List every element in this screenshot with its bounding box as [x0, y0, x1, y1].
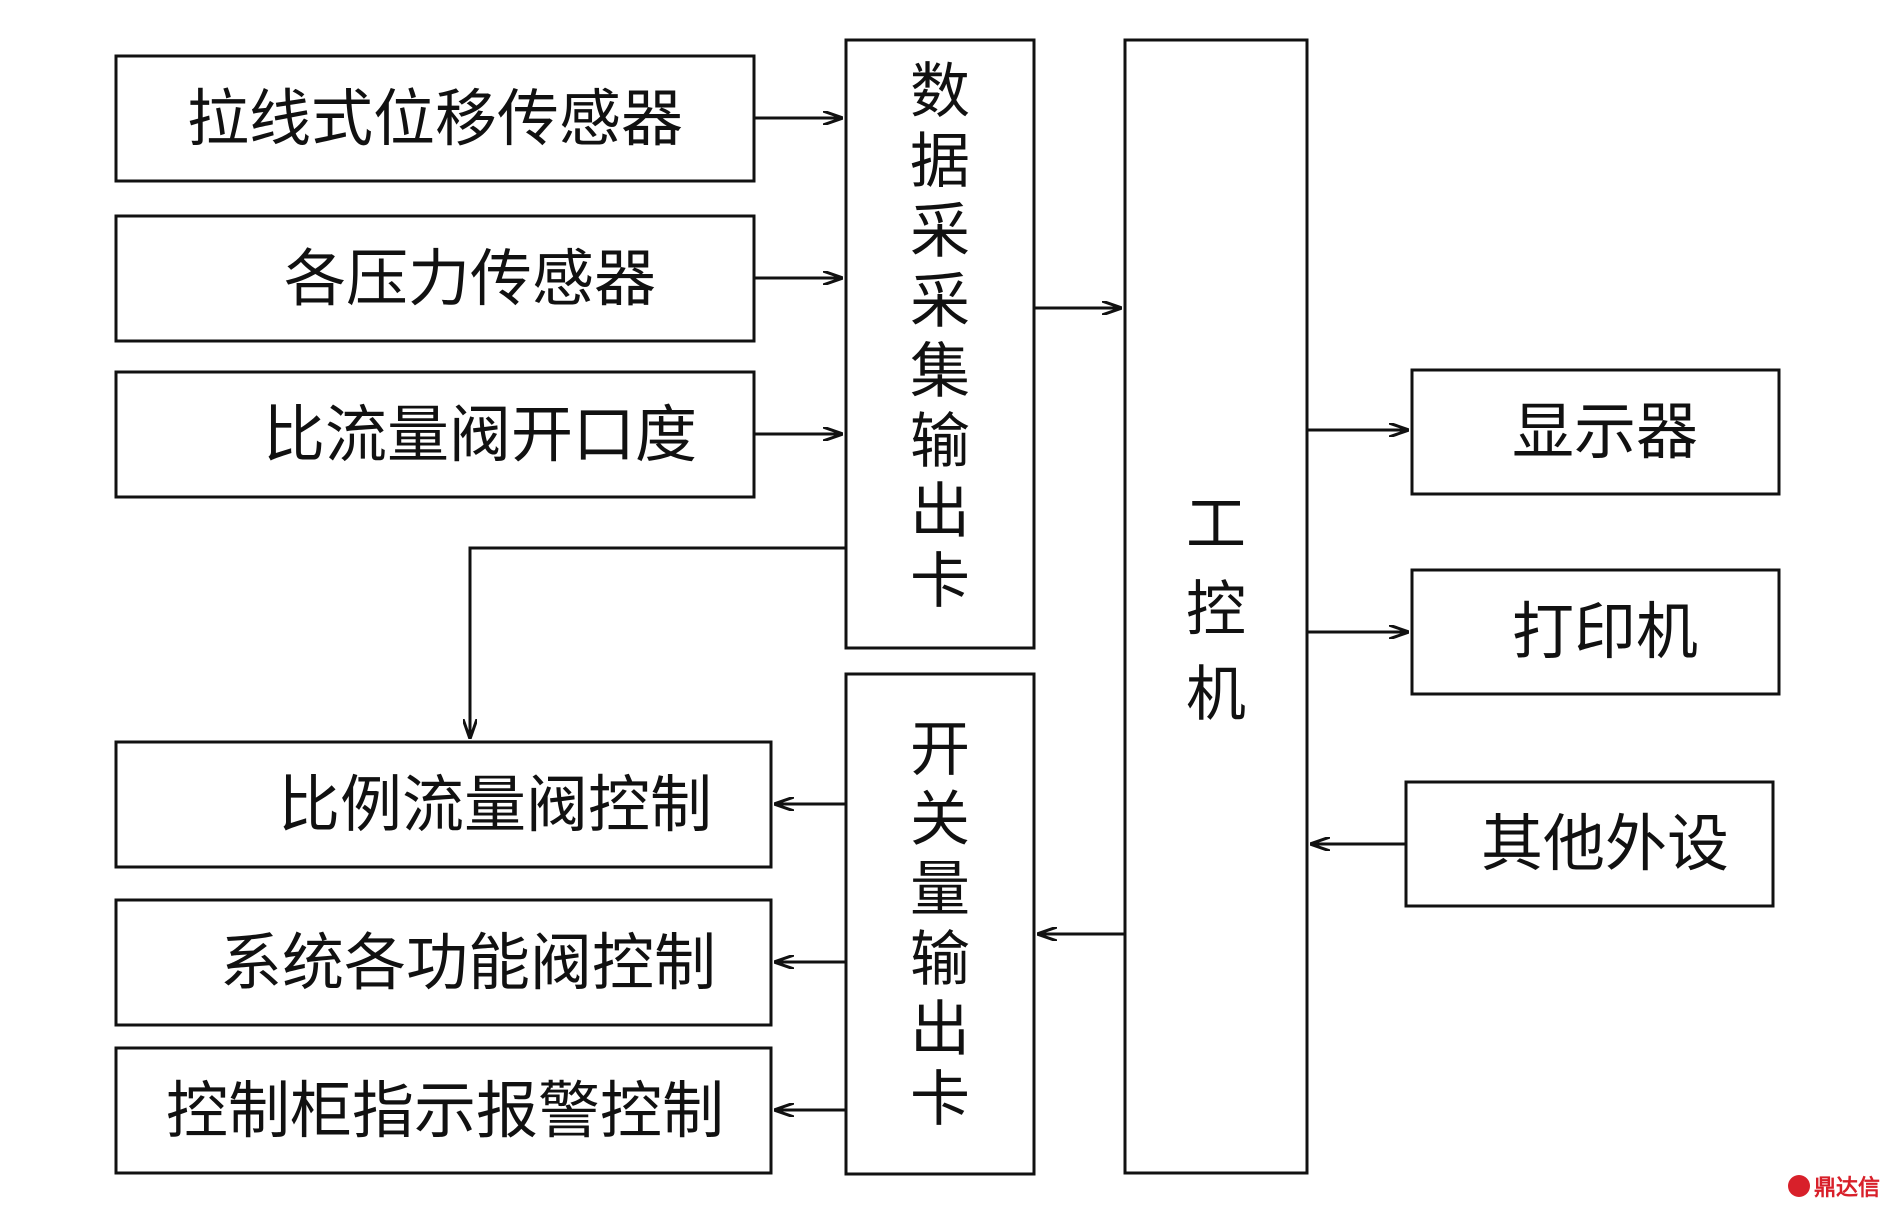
box-display [1410, 368, 1781, 496]
label-other-peripherals: 其他外设 [1481, 807, 1729, 880]
box-ipc [1123, 38, 1309, 1175]
box-daq-card [844, 38, 1036, 650]
label-ipc: 工控机 [1186, 490, 1246, 730]
label-cabinet-alarm-control: 控制柜指示报警控制 [166, 1074, 724, 1147]
watermark-logo: 鼎达信 [1787, 1171, 1880, 1201]
box-valve-opening [114, 370, 756, 499]
label-valve-opening: 比流量阀开口度 [263, 398, 697, 471]
box-switch-card [844, 672, 1036, 1176]
box-cabinet-alarm-control [114, 1046, 773, 1175]
label-prop-valve-control: 比例流量阀控制 [278, 768, 712, 841]
label-switch-card: 开关量输出卡 [910, 715, 970, 1135]
watermark-text: 鼎达信 [1813, 1176, 1880, 1201]
box-wire-sensor [114, 54, 756, 183]
label-wire-sensor: 拉线式位移传感器 [187, 82, 683, 155]
watermark-icon [1787, 1175, 1810, 1197]
label-pressure-sensor: 各压力传感器 [284, 242, 656, 315]
box-printer [1410, 568, 1781, 696]
box-pressure-sensor [114, 214, 756, 343]
box-prop-valve-control [114, 740, 773, 869]
box-func-valve-control [114, 898, 773, 1027]
label-func-valve-control: 系统各功能阀控制 [220, 926, 716, 999]
label-printer: 打印机 [1512, 595, 1698, 668]
box-other-peripherals [1404, 780, 1775, 908]
arrow-daq-to-prop-valve [470, 546, 846, 738]
label-daq-card: 数据采采集输出卡 [910, 57, 970, 617]
label-display: 显示器 [1512, 395, 1698, 468]
